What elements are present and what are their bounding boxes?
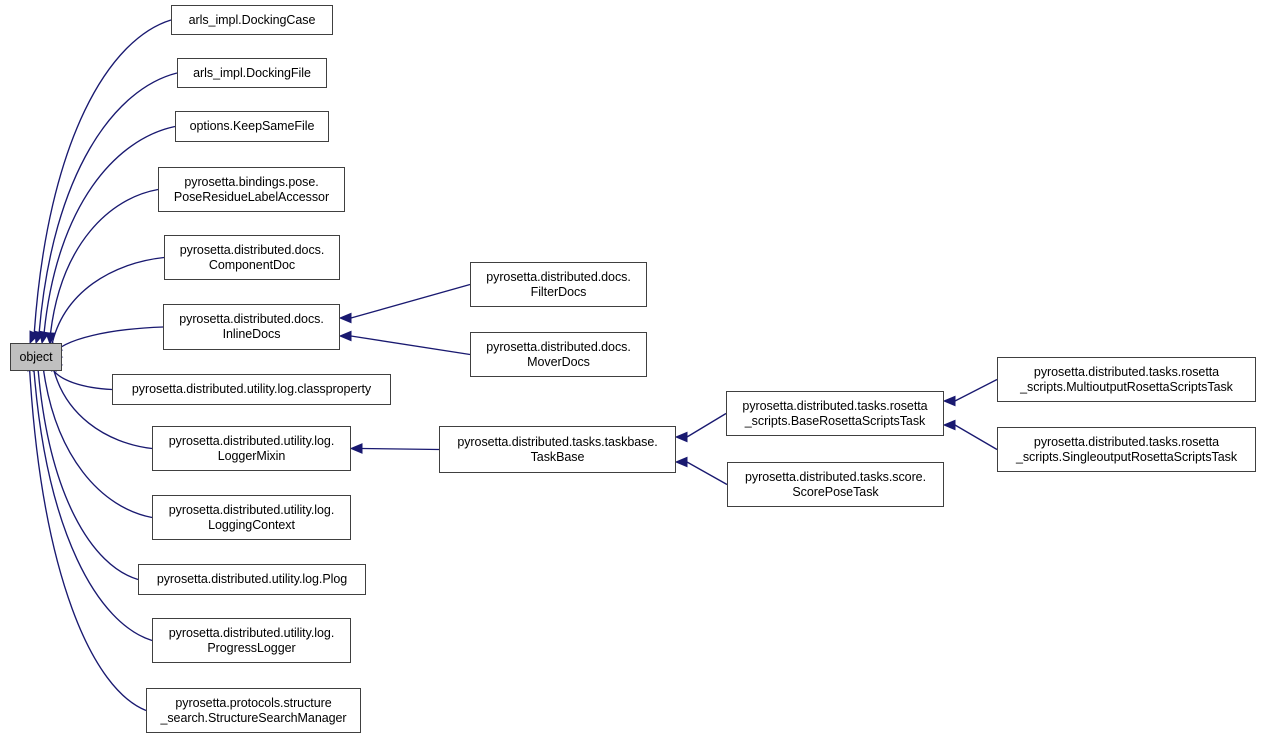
edge-score_pose_task-to-task_base — [686, 461, 728, 486]
arrowhead-task_base — [349, 443, 363, 454]
class-node-structure_search[interactable]: pyrosetta.protocols.structure_search.Str… — [146, 688, 361, 733]
class-node-label-2: ScorePoseTask — [792, 484, 879, 499]
class-node-inline_docs[interactable]: pyrosetta.distributed.docs.InlineDocs — [163, 304, 340, 350]
class-node-object[interactable]: object — [10, 343, 62, 371]
class-node-label-2: _scripts.SingleoutputRosettaScriptsTask — [1015, 449, 1238, 464]
class-node-label: pyrosetta.bindings.pose. — [184, 174, 319, 189]
class-node-label: pyrosetta.distributed.docs. — [179, 242, 325, 257]
class-node-classproperty[interactable]: pyrosetta.distributed.utility.log.classp… — [112, 374, 391, 405]
class-node-label: pyrosetta.distributed.utility.log. — [168, 502, 335, 517]
class-node-logging_context[interactable]: pyrosetta.distributed.utility.log.Loggin… — [152, 495, 351, 540]
class-node-mover_docs[interactable]: pyrosetta.distributed.docs.MoverDocs — [470, 332, 647, 377]
class-node-keep_same_file[interactable]: options.KeepSameFile — [175, 111, 329, 142]
edge-component_doc-to-object — [50, 256, 165, 348]
class-node-label: pyrosetta.distributed.utility.log. — [168, 625, 335, 640]
edge-structure_search-to-object — [28, 360, 147, 712]
class-node-label: pyrosetta.distributed.docs. — [486, 339, 631, 354]
class-node-plog[interactable]: pyrosetta.distributed.utility.log.Plog — [138, 564, 366, 595]
edge-docking_case-to-object — [33, 19, 172, 333]
class-node-label-2: LoggerMixin — [217, 448, 286, 463]
class-node-label: pyrosetta.distributed.tasks.rosetta — [1033, 364, 1220, 379]
class-node-label: pyrosetta.distributed.tasks.rosetta — [742, 398, 928, 413]
arrowhead-singleoutput_rosetta — [942, 419, 956, 431]
class-node-pose_residue_label[interactable]: pyrosetta.bindings.pose.PoseResidueLabel… — [158, 167, 345, 212]
edge-task_base-to-logger_mixin — [361, 447, 440, 451]
class-node-base_rosetta_scripts[interactable]: pyrosetta.distributed.tasks.rosetta_scri… — [726, 391, 944, 436]
class-node-label-2: _scripts.BaseRosettaScriptsTask — [744, 413, 926, 428]
edge-base_rosetta_scripts-to-task_base — [686, 412, 727, 438]
class-node-label: pyrosetta.distributed.docs. — [179, 312, 324, 326]
class-node-label: pyrosetta.protocols.structure — [175, 695, 332, 710]
edge-singleoutput_rosetta-to-base_rosetta_scripts — [954, 424, 998, 451]
arrowhead-docking_file — [34, 330, 45, 345]
class-node-label: pyrosetta.distributed.tasks.taskbase. — [457, 434, 658, 449]
class-node-label: pyrosetta.distributed.tasks.score. — [744, 469, 927, 484]
class-node-label-2: FilterDocs — [530, 284, 587, 299]
class-node-multioutput_rosetta[interactable]: pyrosetta.distributed.tasks.rosetta_scri… — [997, 357, 1256, 402]
class-node-label: arls_impl.DockingCase — [188, 12, 316, 27]
class-node-docking_case[interactable]: arls_impl.DockingCase — [171, 5, 333, 35]
arrowhead-docking_case — [29, 330, 40, 345]
class-node-label-2: ComponentDoc — [208, 257, 296, 272]
edge-inline_docs-to-object — [50, 326, 164, 357]
class-node-label: pyrosetta.distributed.utility.log.classp… — [131, 382, 372, 396]
class-node-label-2: ProgressLogger — [207, 640, 296, 655]
class-node-label-2: _search.StructureSearchManager — [160, 710, 347, 725]
class-node-docking_file[interactable]: arls_impl.DockingFile — [177, 58, 327, 88]
edge-filter_docs-to-inline_docs — [350, 283, 471, 319]
arrowhead-filter_docs — [338, 312, 352, 324]
class-node-progress_logger[interactable]: pyrosetta.distributed.utility.log.Progre… — [152, 618, 351, 663]
class-node-label-2: TaskBase — [530, 449, 585, 464]
arrowhead-score_pose_task — [674, 456, 688, 468]
class-node-label-2: _scripts.MultioutputRosettaScriptsTask — [1020, 379, 1233, 394]
class-node-label: pyrosetta.distributed.tasks.rosetta — [1033, 434, 1220, 449]
class-node-label-2: LoggingContext — [208, 517, 295, 532]
class-node-label: options.KeepSameFile — [189, 119, 315, 133]
class-node-label-2: InlineDocs — [222, 327, 281, 341]
class-node-label: pyrosetta.distributed.utility.log.Plog — [156, 572, 348, 586]
class-node-logger_mixin[interactable]: pyrosetta.distributed.utility.log.Logger… — [152, 426, 351, 471]
class-node-score_pose_task[interactable]: pyrosetta.distributed.tasks.score.ScoreP… — [727, 462, 944, 507]
class-node-task_base[interactable]: pyrosetta.distributed.tasks.taskbase.Tas… — [439, 426, 676, 473]
arrowhead-keep_same_file — [39, 330, 50, 345]
edge-keep_same_file-to-object — [43, 125, 176, 333]
arrowhead-multioutput_rosetta — [942, 395, 956, 407]
class-node-filter_docs[interactable]: pyrosetta.distributed.docs.FilterDocs — [470, 262, 647, 307]
edge-multioutput_rosetta-to-base_rosetta_scripts — [954, 378, 998, 402]
edge-docking_file-to-object — [38, 72, 178, 333]
class-node-label: object — [19, 349, 53, 364]
class-node-label-2: MoverDocs — [527, 354, 590, 369]
class-node-label: arls_impl.DockingFile — [193, 65, 311, 80]
class-node-label-2: PoseResidueLabelAccessor — [173, 189, 330, 204]
class-node-label: pyrosetta.distributed.docs. — [486, 269, 631, 284]
arrowhead-mover_docs — [338, 330, 352, 342]
arrowhead-base_rosetta_scripts — [674, 431, 688, 443]
class-node-component_doc[interactable]: pyrosetta.distributed.docs.ComponentDoc — [164, 235, 340, 280]
class-node-label: pyrosetta.distributed.utility.log. — [168, 433, 335, 448]
edge-pose_residue_label-to-object — [49, 188, 159, 334]
edge-mover_docs-to-inline_docs — [350, 335, 471, 356]
class-node-singleoutput_rosetta[interactable]: pyrosetta.distributed.tasks.rosetta_scri… — [997, 427, 1256, 472]
